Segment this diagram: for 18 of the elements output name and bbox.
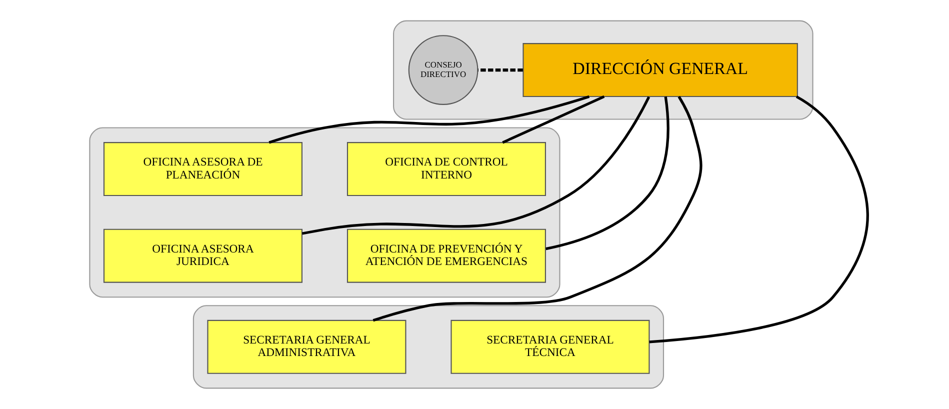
node-box: SECRETARIA GENERAL TÉCNICA [450, 320, 650, 374]
node-box: SECRETARIA GENERAL ADMINISTRATIVA [207, 320, 406, 374]
connector [478, 68, 523, 72]
connector [649, 95, 869, 344]
connector [372, 96, 702, 322]
node-circle: CONSEJO DIRECTIVO [408, 35, 478, 105]
cluster [192, 305, 664, 389]
connector [502, 95, 605, 144]
cluster [89, 127, 560, 298]
connector [546, 96, 670, 250]
cluster [393, 20, 814, 120]
node-box: OFICINA ASESORA DE PLANEACIÓN [103, 142, 302, 196]
node-box: DIRECCIÓN GENERAL [522, 43, 798, 98]
node-box: OFICINA DE PREVENCIÓN Y ATENCIÓN DE EMERGENCIAS [346, 228, 546, 283]
connector [302, 96, 650, 235]
node-box: OFICINA ASESORA JURIDICA [103, 228, 302, 283]
connector [268, 95, 590, 144]
node-box: OFICINA DE CONTROL INTERNO [346, 142, 546, 196]
